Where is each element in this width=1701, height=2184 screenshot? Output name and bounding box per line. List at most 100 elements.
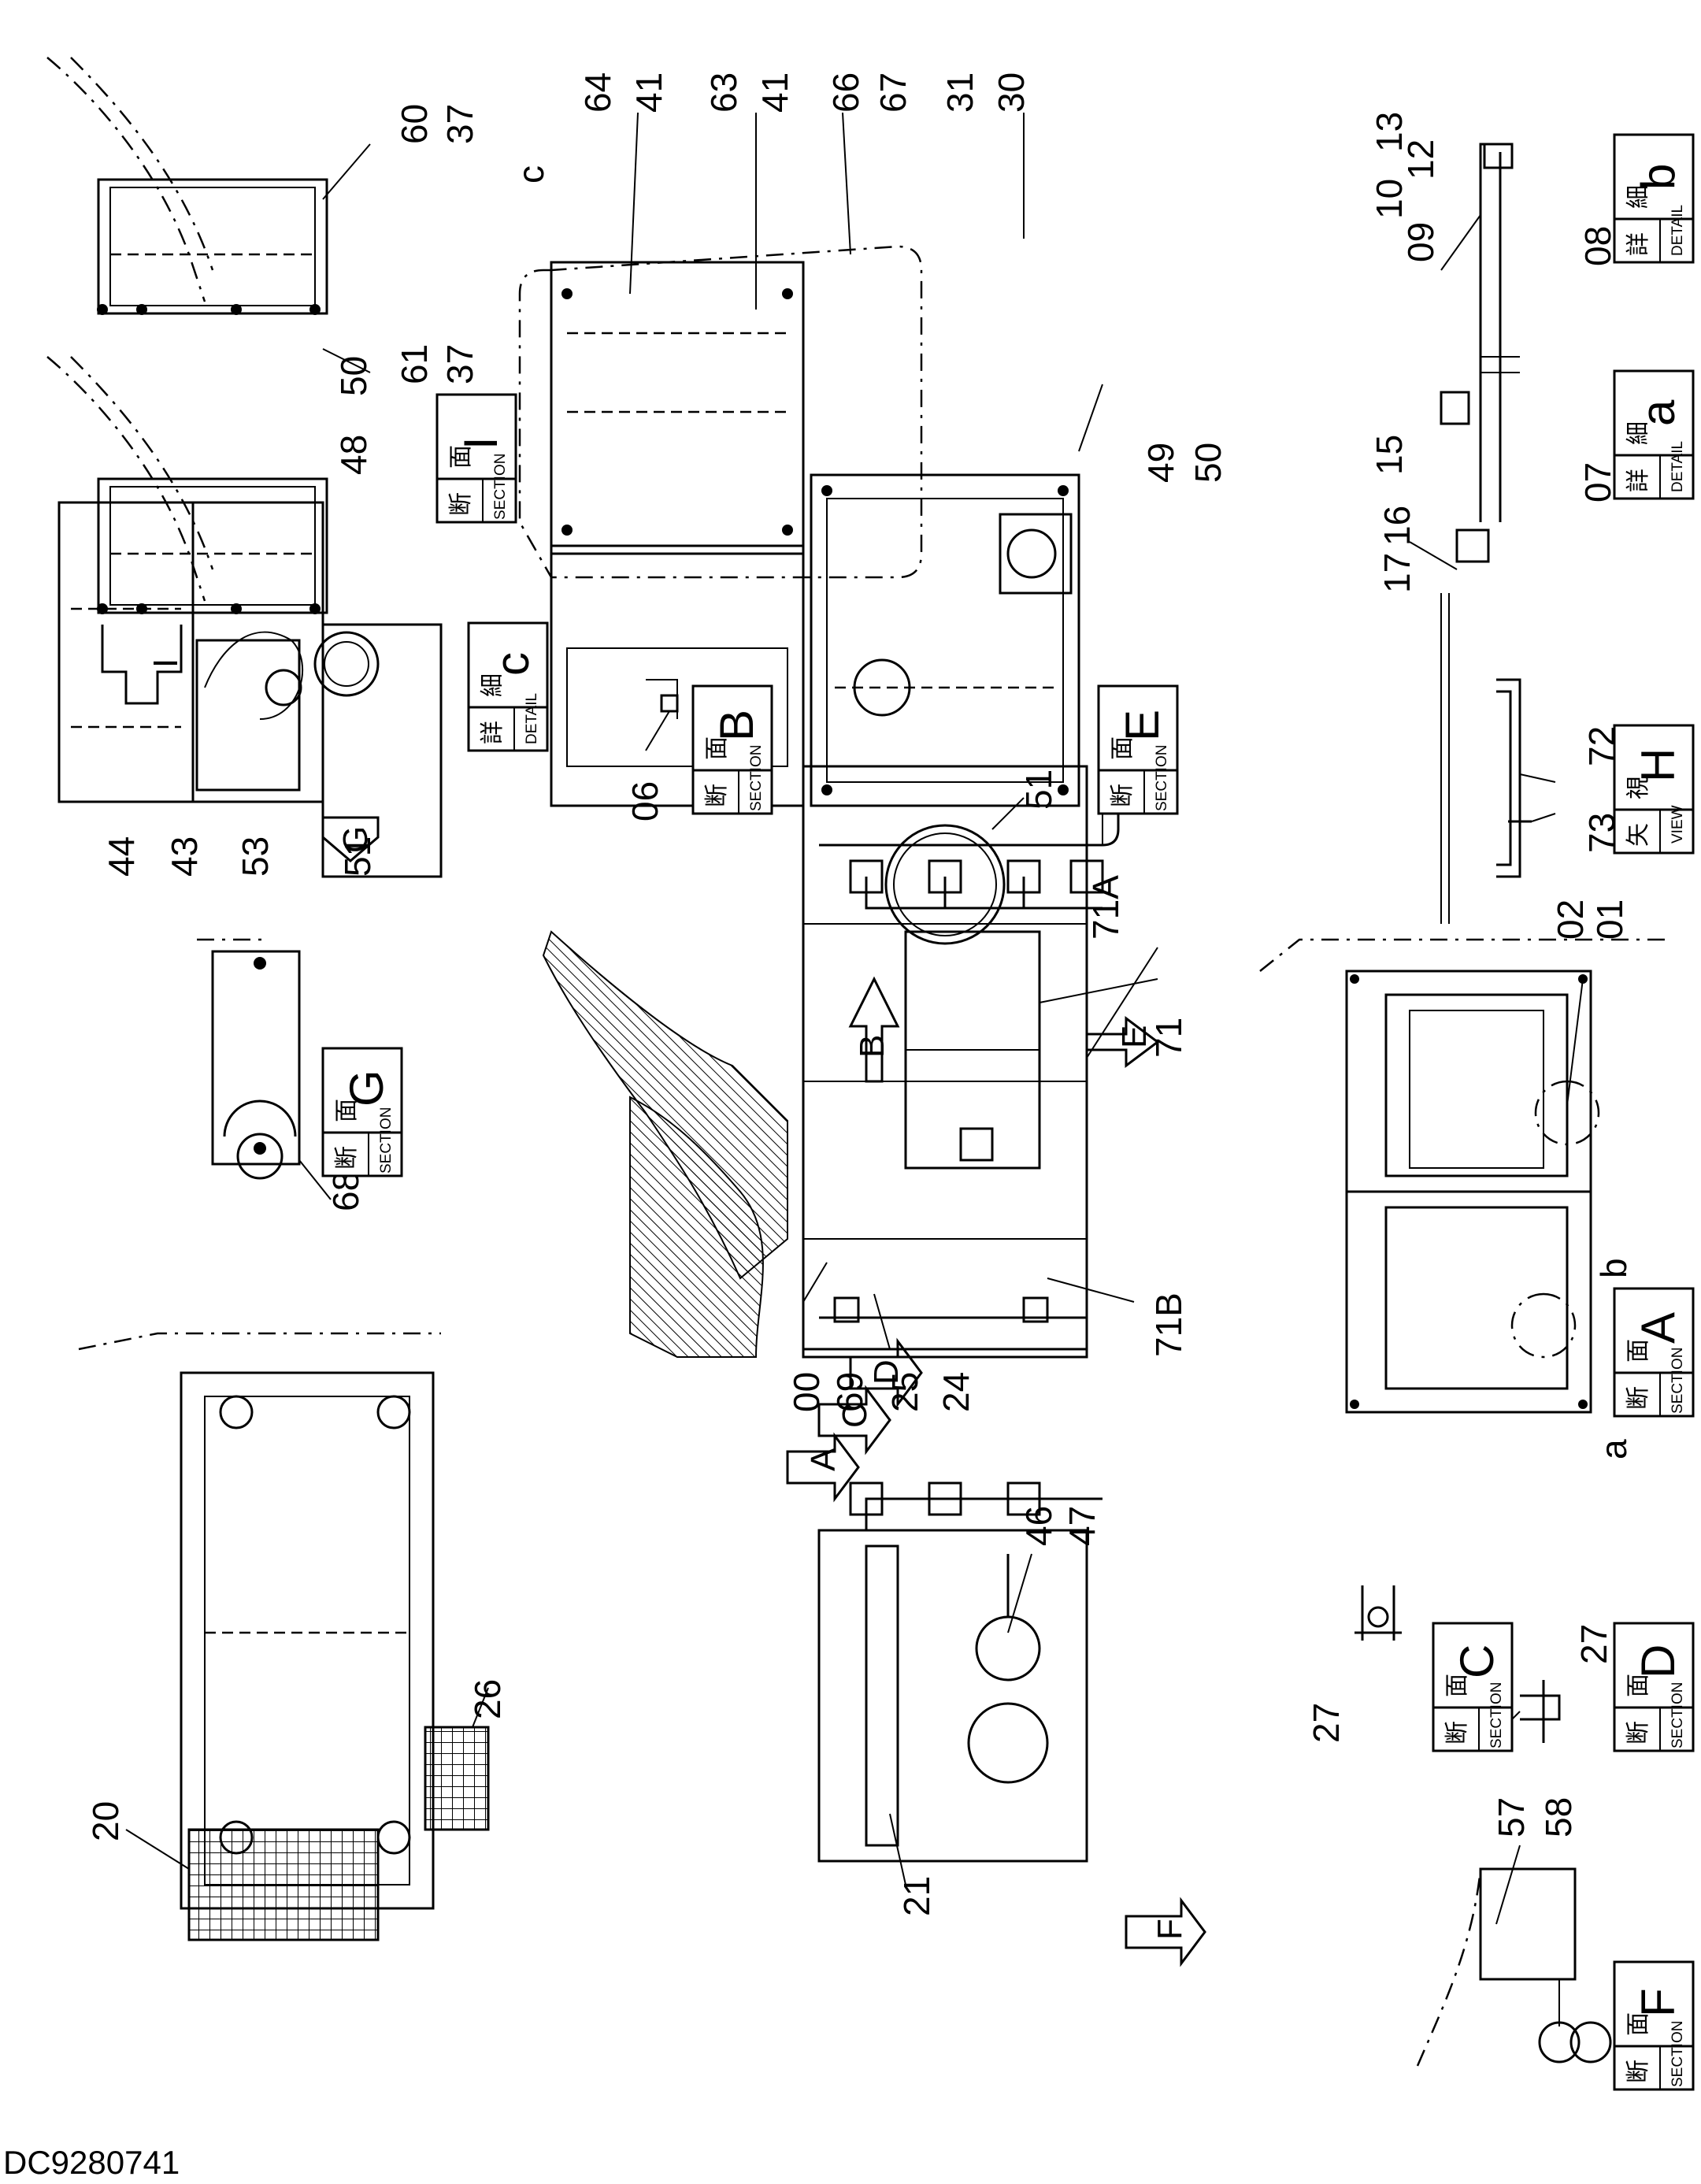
part-number: 71	[1148, 1018, 1189, 1058]
part-number: 47	[1062, 1506, 1102, 1546]
section-g-view	[197, 938, 332, 1200]
view-arrow-label-d: D	[867, 1359, 906, 1385]
part-number: 69	[829, 1372, 870, 1412]
part-number: 00	[786, 1372, 827, 1412]
part-number: 51	[1018, 769, 1059, 810]
view-h-handrail	[1440, 593, 1556, 924]
svg-text:SECTION: SECTION	[492, 454, 509, 520]
svg-text:C: C	[1451, 1644, 1503, 1678]
part-number: 07	[1577, 462, 1618, 502]
svg-text:SECTION: SECTION	[1154, 745, 1170, 811]
part-number: 25	[884, 1372, 925, 1412]
svg-text:矢 視: 矢 視	[1625, 776, 1652, 847]
part-number: 60	[394, 104, 435, 144]
view-tag-section-c: 断 面 SECTION C	[1432, 1622, 1514, 1752]
part-number: 67	[873, 72, 914, 113]
detail-circle-label-b: b	[1593, 1258, 1634, 1278]
part-number: 31	[939, 72, 980, 113]
part-number: 64	[577, 72, 618, 113]
section-a-view	[1259, 938, 1670, 1414]
svg-text:断 面: 断 面	[333, 1099, 361, 1170]
svg-text:断 面: 断 面	[703, 736, 731, 807]
view-tag-detail-c: 詳 細 DETAIL c	[467, 621, 549, 752]
part-number: 53	[235, 836, 276, 877]
part-number: 26	[467, 1679, 508, 1719]
part-number: 61	[394, 344, 435, 384]
section-f-view	[1416, 1845, 1612, 2067]
part-number: 12	[1400, 139, 1441, 180]
detail-circle-label-a: a	[1593, 1439, 1634, 1459]
svg-text:詳 細: 詳 細	[1625, 421, 1652, 492]
view-tag-section-g: 断 面 SECTION G	[321, 1047, 403, 1177]
svg-text:DETAIL: DETAIL	[1670, 441, 1686, 492]
detail-ab-views	[1409, 143, 1520, 570]
part-number: 01	[1589, 899, 1630, 940]
detail-c-view: I G	[57, 501, 443, 878]
section-i-views	[46, 57, 371, 614]
svg-text:SECTION: SECTION	[1670, 2021, 1686, 2087]
svg-text:詳 細: 詳 細	[1625, 185, 1652, 256]
view-tag-section-b: 断 面 SECTION B	[691, 684, 773, 815]
svg-text:SECTION: SECTION	[1670, 1682, 1686, 1748]
view-tag-section-e: 断 面 SECTION E	[1097, 684, 1179, 815]
part-number: 30	[991, 72, 1032, 113]
part-number: 48	[333, 435, 374, 475]
svg-text:H: H	[1632, 748, 1684, 782]
svg-text:断 面: 断 面	[1625, 2012, 1652, 2083]
view-tag-section-f: 断 面 SECTION F	[1613, 1960, 1695, 2091]
part-number: 50	[1188, 443, 1228, 483]
center-assembly-view: B E A C D	[542, 765, 1160, 1503]
part-number: 44	[101, 836, 142, 877]
part-number: 15	[1369, 435, 1410, 475]
part-number: 08	[1577, 226, 1618, 266]
svg-text:詳 細: 詳 細	[479, 673, 506, 744]
part-number: 71B	[1148, 1292, 1189, 1357]
part-number: 16	[1377, 506, 1418, 546]
part-number: 20	[85, 1801, 126, 1841]
part-number: 27	[1306, 1703, 1347, 1743]
part-number: 50	[333, 356, 374, 396]
part-number: 10	[1369, 179, 1410, 219]
view-arrow-label-g: G	[336, 826, 375, 853]
svg-text:I: I	[454, 436, 507, 450]
battery-box-view	[518, 112, 1120, 910]
part-number: 17	[1377, 553, 1418, 593]
view-tag-detail-a: 詳 細 DETAIL a	[1613, 369, 1695, 500]
part-number: 68	[325, 1171, 366, 1211]
part-number: 27	[1573, 1624, 1614, 1664]
view-tag-view-h: 矢 視 VIEW H	[1613, 724, 1695, 855]
svg-text:a: a	[1632, 399, 1684, 426]
part-number: 37	[439, 104, 480, 144]
part-number: 63	[703, 72, 744, 113]
part-number: 58	[1538, 1797, 1579, 1837]
view-arrow-label-i: I	[146, 658, 185, 668]
view-tag-section-i: 断 面 SECTION I	[435, 393, 517, 524]
svg-text:DETAIL: DETAIL	[524, 693, 540, 744]
part-number: 46	[1018, 1506, 1059, 1546]
part-number: 13	[1369, 112, 1410, 152]
section-b-view	[645, 679, 679, 751]
svg-text:c: c	[486, 652, 539, 676]
part-number: 66	[825, 72, 866, 113]
part-number: 57	[1491, 1797, 1532, 1837]
view-tag-section-d: 断 面 SECTION D	[1613, 1622, 1695, 1752]
drawing-code: DC9280741	[3, 2144, 180, 2181]
view-arrow-label-f: F	[1151, 1919, 1189, 1940]
svg-text:断 面: 断 面	[1625, 1339, 1652, 1410]
part-number: 43	[164, 836, 205, 877]
part-number: 21	[896, 1876, 937, 1916]
part-number: 41	[628, 72, 669, 113]
svg-text:E: E	[1116, 710, 1169, 741]
svg-text:VIEW: VIEW	[1670, 805, 1686, 844]
svg-text:SECTION: SECTION	[1488, 1682, 1505, 1748]
part-number: 06	[624, 781, 665, 821]
part-number: 09	[1400, 222, 1441, 262]
svg-text:SECTION: SECTION	[378, 1107, 395, 1174]
section-e-view	[884, 797, 1025, 945]
part-number: 71A	[1085, 875, 1126, 940]
svg-text:D: D	[1632, 1644, 1684, 1678]
view-tag-section-a: 断 面 SECTION A	[1613, 1287, 1695, 1418]
